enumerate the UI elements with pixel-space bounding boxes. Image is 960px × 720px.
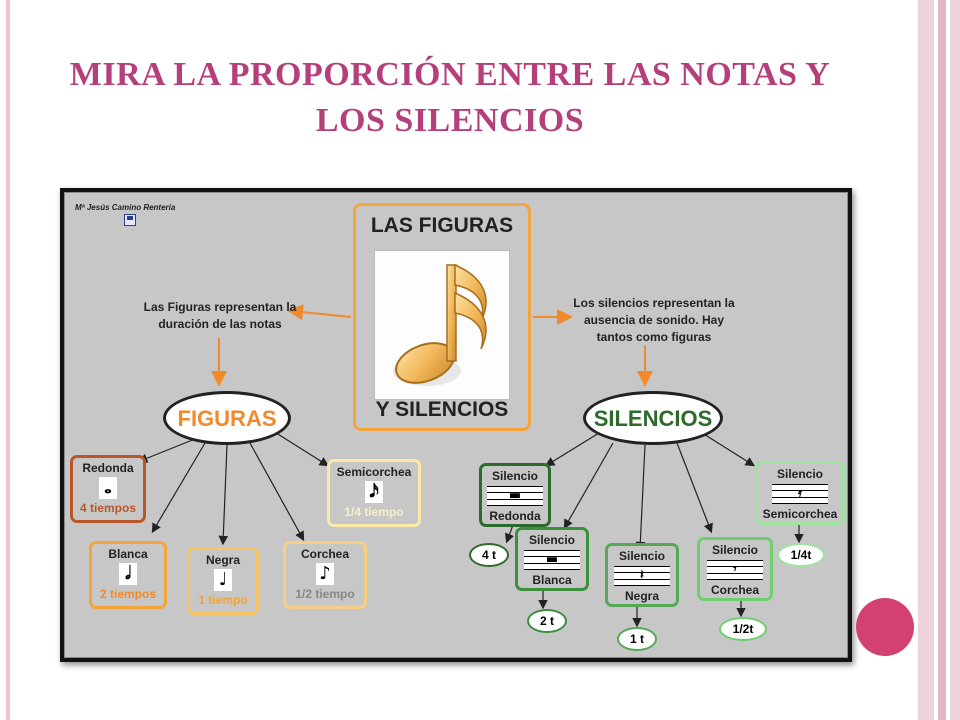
right-border-stripe: [950, 0, 960, 720]
center-topic-box: LAS FIGURAS: [353, 203, 531, 431]
silencio-duration: 1/4t: [777, 543, 825, 567]
silencio-name: Semicorchea: [762, 507, 838, 521]
figura-name: Redonda: [82, 461, 134, 475]
silencio-duration: 4 t: [469, 543, 509, 567]
silencio-duration: 1/2t: [719, 617, 767, 641]
center-topic-bottom: Y SILENCIOS: [375, 398, 509, 421]
silencio-top: Silencio: [528, 533, 575, 547]
silencio-duration: 1 t: [617, 627, 657, 651]
silencio-top: Silencio: [711, 543, 758, 557]
figura-name: Semicorchea: [336, 465, 412, 479]
silencio-negra: Silencio 𝄽 Negra: [605, 543, 679, 607]
concept-map: Mª Jesús Camino Rentería LAS FIGURAS: [64, 192, 848, 658]
figura-duration: 1/2 tiempo: [295, 587, 355, 601]
left-border-stripe: [6, 0, 10, 720]
figura-duration: 2 tiempos: [99, 587, 156, 601]
silencio-top: Silencio: [618, 549, 665, 563]
figuras-description: Las Figuras representan la duración de l…: [143, 300, 297, 331]
figura-redonda: Redonda 𝅝 4 tiempos: [70, 455, 146, 523]
concept-map-image: Mª Jesús Camino Rentería LAS FIGURAS: [60, 188, 852, 662]
right-border-stripe: [918, 0, 934, 720]
figuras-oval: FIGURAS: [163, 391, 291, 445]
quarter-note-icon: ♩: [214, 569, 232, 591]
quarter-rest-icon: 𝄽: [614, 566, 670, 586]
silencio-name: Redonda: [489, 509, 541, 523]
silencio-name: Corchea: [710, 583, 760, 597]
decorative-dot: [856, 598, 914, 656]
silencio-top: Silencio: [491, 469, 538, 483]
silencios-description: Los silencios representan la ausencia de…: [573, 296, 735, 344]
figura-duration: 1 tiempo: [198, 593, 248, 607]
figura-negra: Negra ♩ 1 tiempo: [187, 547, 259, 615]
whole-note-icon: 𝅝: [99, 477, 117, 499]
silencio-blanca: Silencio ▬ Blanca: [515, 527, 589, 591]
author-credit: Mª Jesús Camino Rentería: [75, 203, 176, 212]
music-note-icon: [374, 250, 510, 400]
silencio-name: Blanca: [532, 573, 572, 587]
silencio-name: Negra: [624, 589, 659, 603]
silencios-oval: SILENCIOS: [583, 391, 723, 445]
silencio-top: Silencio: [776, 467, 823, 481]
right-border-stripe: [938, 0, 946, 720]
sixteenth-note-icon: 𝅘𝅥𝅯: [365, 481, 383, 503]
half-note-icon: 𝅗𝅥: [119, 563, 137, 585]
silencio-semicorchea: Silencio 𝄿 Semicorchea: [755, 461, 845, 525]
half-rest-icon: ▬: [524, 550, 580, 570]
figura-blanca: Blanca 𝅗𝅥 2 tiempos: [89, 541, 167, 609]
save-icon[interactable]: [124, 214, 136, 226]
figura-name: Blanca: [108, 547, 148, 561]
figura-duration: 4 tiempos: [79, 501, 136, 515]
eighth-rest-icon: 𝄾: [707, 560, 763, 580]
figura-duration: 1/4 tiempo: [344, 505, 404, 519]
figura-name: Negra: [205, 553, 240, 567]
figura-semicorchea: Semicorchea 𝅘𝅥𝅯 1/4 tiempo: [327, 459, 421, 527]
slide-title: MIRA LA PROPORCIÓN ENTRE LAS NOTAS Y LOS…: [69, 56, 831, 139]
sixteenth-rest-icon: 𝄿: [772, 484, 828, 504]
center-topic-top: LAS FIGURAS: [370, 214, 514, 237]
figura-name: Corchea: [300, 547, 350, 561]
silencio-duration: 2 t: [527, 609, 567, 633]
eighth-note-icon: ♪: [316, 563, 334, 585]
figura-corchea: Corchea ♪ 1/2 tiempo: [283, 541, 367, 609]
whole-rest-icon: ▬: [487, 486, 543, 506]
silencio-redonda: Silencio ▬ Redonda: [479, 463, 551, 527]
connector-arrows: [137, 304, 804, 628]
silencio-corchea: Silencio 𝄾 Corchea: [697, 537, 773, 601]
